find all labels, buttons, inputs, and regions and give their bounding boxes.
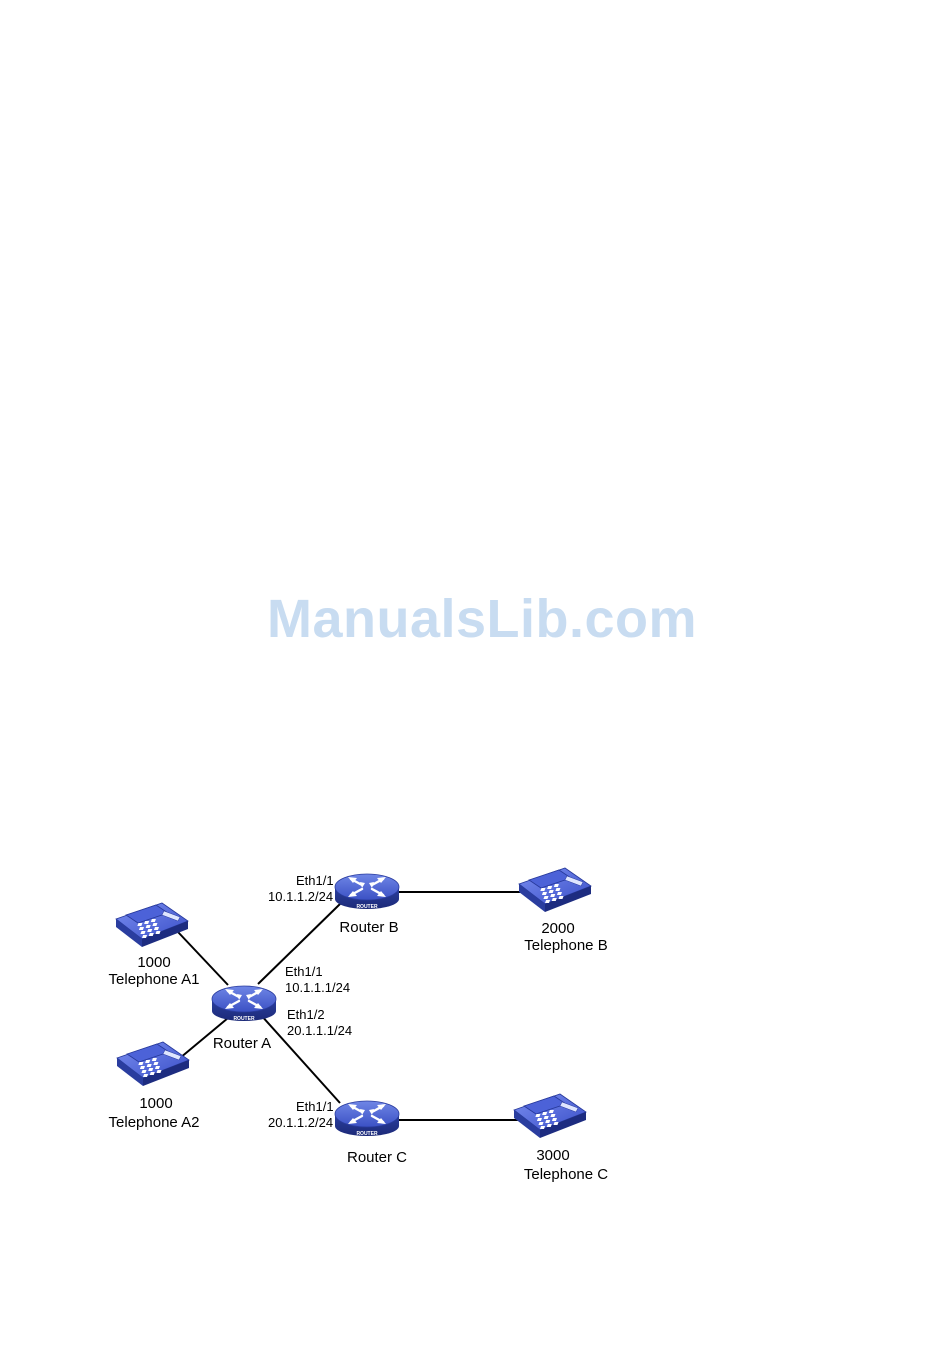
telephone-c-number: 3000 (536, 1147, 569, 1164)
svg-text:ROUTER: ROUTER (356, 1131, 378, 1137)
router-b-icon: ROUTER (335, 874, 399, 910)
telephone-c-label: Telephone C (524, 1166, 608, 1183)
router-a-eth11-ip: 10.1.1.1/24 (285, 980, 350, 995)
telephone-a1-icon (116, 903, 188, 947)
svg-text:ROUTER: ROUTER (356, 904, 378, 910)
router-c-icon: ROUTER (335, 1101, 399, 1137)
router-a-eth11-port: Eth1/1 (285, 964, 323, 979)
router-a-icon: ROUTER (212, 986, 276, 1022)
router-b-eth11-ip: 10.1.1.2/24 (268, 889, 333, 904)
telephone-a1-label: Telephone A1 (109, 971, 200, 988)
router-a-label: Router A (213, 1035, 271, 1052)
telephone-a2-icon (117, 1042, 189, 1086)
router-a-eth12-port: Eth1/2 (287, 1007, 325, 1022)
telephone-b-number: 2000 (541, 920, 574, 937)
telephone-b-label: Telephone B (524, 937, 607, 954)
svg-text:ROUTER: ROUTER (233, 1016, 255, 1022)
router-c-eth11-ip: 20.1.1.2/24 (268, 1115, 333, 1130)
telephone-b-icon (519, 868, 591, 912)
telephone-a2-number: 1000 (139, 1095, 172, 1112)
telephone-a1-number: 1000 (137, 954, 170, 971)
telephone-a2-label: Telephone A2 (109, 1114, 200, 1131)
router-c-eth11-port: Eth1/1 (296, 1099, 334, 1114)
router-b-label: Router B (339, 919, 398, 936)
router-b-eth11-port: Eth1/1 (296, 873, 334, 888)
router-c-label: Router C (347, 1149, 407, 1166)
telephone-c-icon (514, 1094, 586, 1138)
router-a-eth12-ip: 20.1.1.1/24 (287, 1023, 352, 1038)
